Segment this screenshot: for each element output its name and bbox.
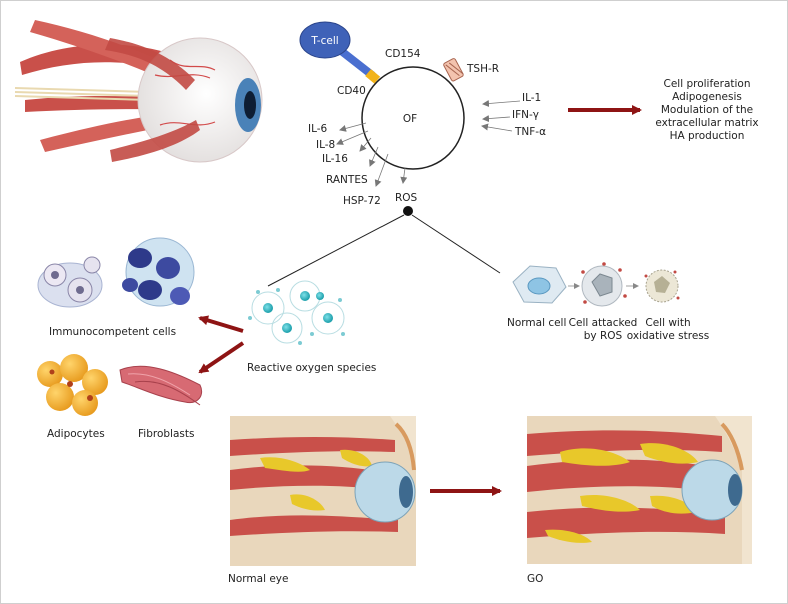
effect-5: HA production [670, 130, 745, 142]
normal-cell-illustration [512, 265, 567, 304]
cytokine-outputs: IL-6 IL-8 IL-16 RANTES HSP-72 [308, 122, 408, 207]
immuno-label: Immunocompetent cells [49, 326, 176, 338]
tshr-label: TSH-R [466, 63, 499, 75]
output-il8: IL-8 [316, 139, 335, 151]
normal-eye-orbit-illustration [230, 416, 416, 566]
of-cell [361, 66, 465, 170]
eyeball-illustration [14, 20, 263, 163]
attacked-cell-illustration [581, 262, 627, 307]
go-orbit-illustration [527, 416, 752, 564]
cytokine-inputs: IL-1 IFN-γ TNF-α [481, 92, 546, 138]
adipocytes-illustration [37, 354, 108, 416]
of-label: OF [403, 113, 417, 125]
cd40-label: CD40 [337, 85, 366, 97]
output-rantes: RANTES [326, 174, 368, 186]
fibroblasts-illustration [119, 365, 203, 406]
output-il6: IL-6 [308, 123, 328, 135]
effect-4: extracellular matrix [655, 117, 758, 129]
ros-node [403, 206, 413, 216]
output-hsp72: HSP-72 [343, 195, 381, 207]
input-il1: IL-1 [522, 92, 541, 104]
effect-1: Cell proliferation [664, 78, 751, 90]
ros-label: ROS [395, 192, 418, 204]
output-il16: IL-16 [322, 153, 348, 165]
immunocompetent-cells-illustration [37, 237, 195, 308]
effect-2: Adipogenesis [672, 91, 742, 103]
arrow-to-immuno [198, 315, 244, 333]
arrow-to-fibroblasts [198, 341, 245, 374]
ros-branch-left [267, 214, 405, 287]
stress-label-1: Cell with [645, 317, 690, 329]
ros-species-illustration [248, 280, 345, 345]
ros-branch-right [411, 214, 501, 274]
attacked-label-2: by ROS [584, 330, 623, 342]
effect-3: Modulation of the [661, 104, 753, 116]
stressed-cell-illustration [644, 269, 680, 303]
ros-species-label: Reactive oxygen species [247, 362, 376, 374]
input-ifn: IFN-γ [512, 109, 539, 121]
input-tnf: TNF-α [514, 126, 546, 138]
cd154-label: CD154 [385, 48, 421, 60]
tshr-receptor [443, 58, 464, 82]
attacked-label-1: Cell attacked [569, 317, 638, 329]
fibroblasts-label: Fibroblasts [138, 428, 194, 440]
effects-list: Cell proliferation Adipogenesis Modulati… [655, 78, 758, 142]
tcell-label: T-cell [310, 35, 338, 47]
tcell-stalk [336, 46, 376, 79]
cd40-receptor [365, 69, 381, 84]
normal-eye-label: Normal eye [228, 573, 288, 585]
stress-label-2: oxidative stress [627, 330, 709, 342]
tcell-body [299, 21, 351, 59]
adipocytes-label: Adipocytes [47, 428, 105, 440]
tcell-group: T-cell [299, 21, 381, 84]
go-label: GO [527, 573, 543, 585]
normal-cell-label: Normal cell [507, 317, 566, 329]
